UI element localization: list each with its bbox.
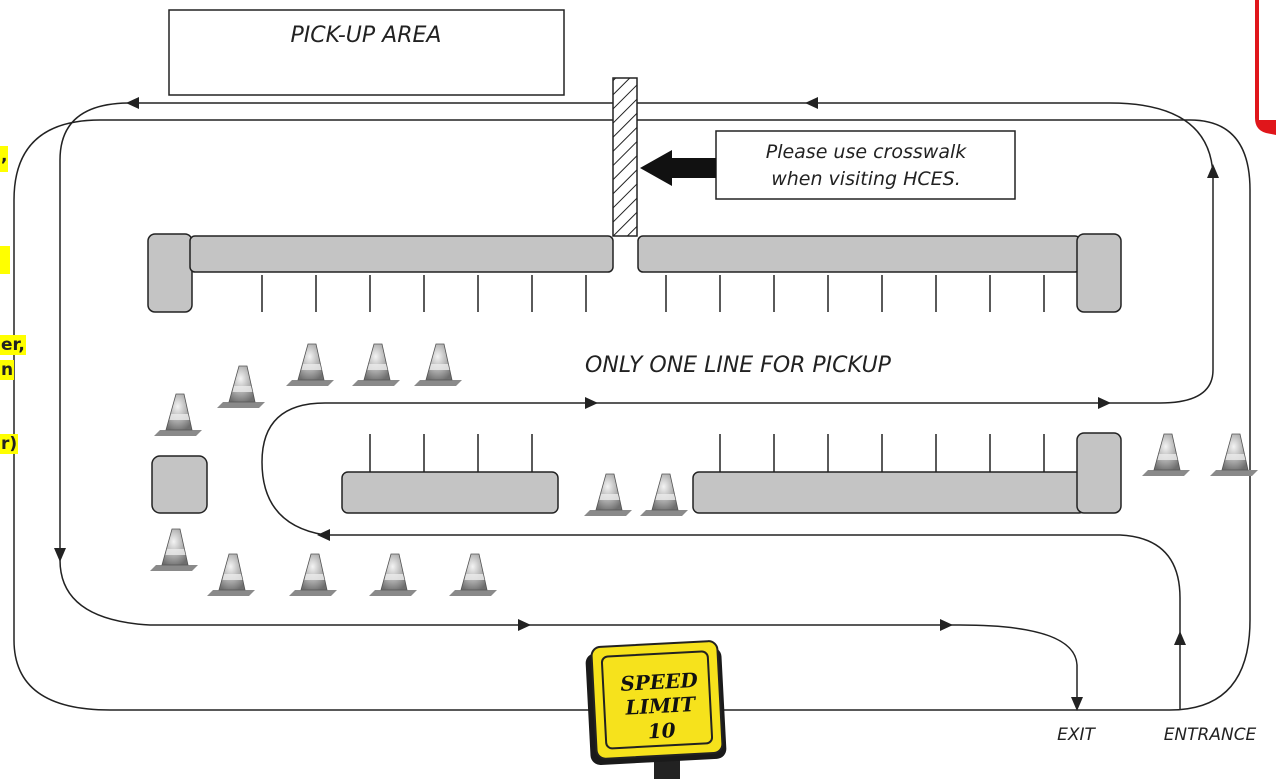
route-arrow-right-icon bbox=[1098, 397, 1111, 409]
route-arrow-up-icon bbox=[1174, 631, 1186, 645]
pickup-area-box bbox=[168, 9, 565, 96]
traffic-cone-icon bbox=[285, 343, 335, 387]
route-arrow-left-icon bbox=[805, 97, 818, 109]
exit-label: EXIT bbox=[1057, 725, 1096, 745]
inner-route-line bbox=[261, 102, 1214, 710]
speed-sign-line3: 10 bbox=[647, 718, 676, 743]
left-note-fragment-4: n bbox=[0, 360, 15, 380]
traffic-cone-icon bbox=[153, 393, 203, 437]
pickup-area-label: PICK-UP AREA bbox=[291, 23, 442, 48]
left-note-fragment-5: r) bbox=[0, 434, 19, 454]
crosswalk bbox=[612, 77, 638, 237]
curb-end-left bbox=[147, 233, 193, 313]
entrance-label: ENTRANCE bbox=[1164, 725, 1257, 745]
left-note-fragment-1: , bbox=[0, 146, 9, 172]
parking-ticks-bottom bbox=[369, 434, 1045, 472]
parking-ticks-top bbox=[261, 275, 1045, 312]
traffic-cone-icon bbox=[448, 553, 498, 597]
route-arrow-down-icon bbox=[54, 548, 66, 562]
route-arrow-up-icon bbox=[1207, 164, 1219, 178]
curb-end-right bbox=[1076, 233, 1122, 313]
route-arrow-right-icon bbox=[585, 397, 598, 409]
traffic-cone-icon bbox=[368, 553, 418, 597]
traffic-cone-icon bbox=[413, 343, 463, 387]
traffic-cone-icon bbox=[583, 473, 633, 517]
traffic-cone-icon bbox=[351, 343, 401, 387]
crosswalk-note-box bbox=[715, 130, 1016, 200]
route-arrow-left-icon bbox=[126, 97, 139, 109]
curb-top-left bbox=[189, 235, 614, 273]
crosswalk-note-line2: when visiting HCES. bbox=[771, 168, 961, 190]
traffic-cone-icon bbox=[639, 473, 689, 517]
main-route-line bbox=[59, 102, 1110, 705]
route-arrow-right-icon bbox=[940, 619, 953, 631]
traffic-cone-icon bbox=[1141, 433, 1191, 477]
curb-bottom-left bbox=[341, 471, 559, 514]
outer-route-line bbox=[13, 119, 1251, 711]
traffic-cone-icon bbox=[216, 365, 266, 409]
red-corner-badge-inner bbox=[1259, 0, 1276, 120]
route-arrow-down-icon bbox=[1071, 697, 1083, 711]
curb-top-right bbox=[637, 235, 1081, 273]
traffic-cone-icon bbox=[206, 553, 256, 597]
arrow-left-icon bbox=[640, 150, 716, 186]
traffic-cone-icon bbox=[149, 528, 199, 572]
curb-end-bottom-right bbox=[1076, 432, 1122, 514]
speed-sign-line2: LIMIT bbox=[624, 692, 698, 720]
one-line-label: ONLY ONE LINE FOR PICKUP bbox=[585, 353, 892, 378]
left-note-fragment-3: er, bbox=[0, 335, 26, 355]
traffic-cone-icon bbox=[288, 553, 338, 597]
route-arrow-right-icon bbox=[518, 619, 531, 631]
curb-island-left bbox=[151, 455, 208, 514]
route-arrow-left-icon bbox=[317, 529, 330, 541]
crosswalk-note-line1: Please use crosswalk bbox=[766, 141, 968, 163]
speed-limit-sign-icon: SPEED LIMIT 10 bbox=[585, 640, 727, 779]
speed-sign-line1: SPEED bbox=[620, 668, 699, 696]
left-note-fragment-2 bbox=[0, 246, 10, 274]
traffic-cone-icon bbox=[1209, 433, 1259, 477]
curb-bottom-right bbox=[692, 471, 1086, 514]
